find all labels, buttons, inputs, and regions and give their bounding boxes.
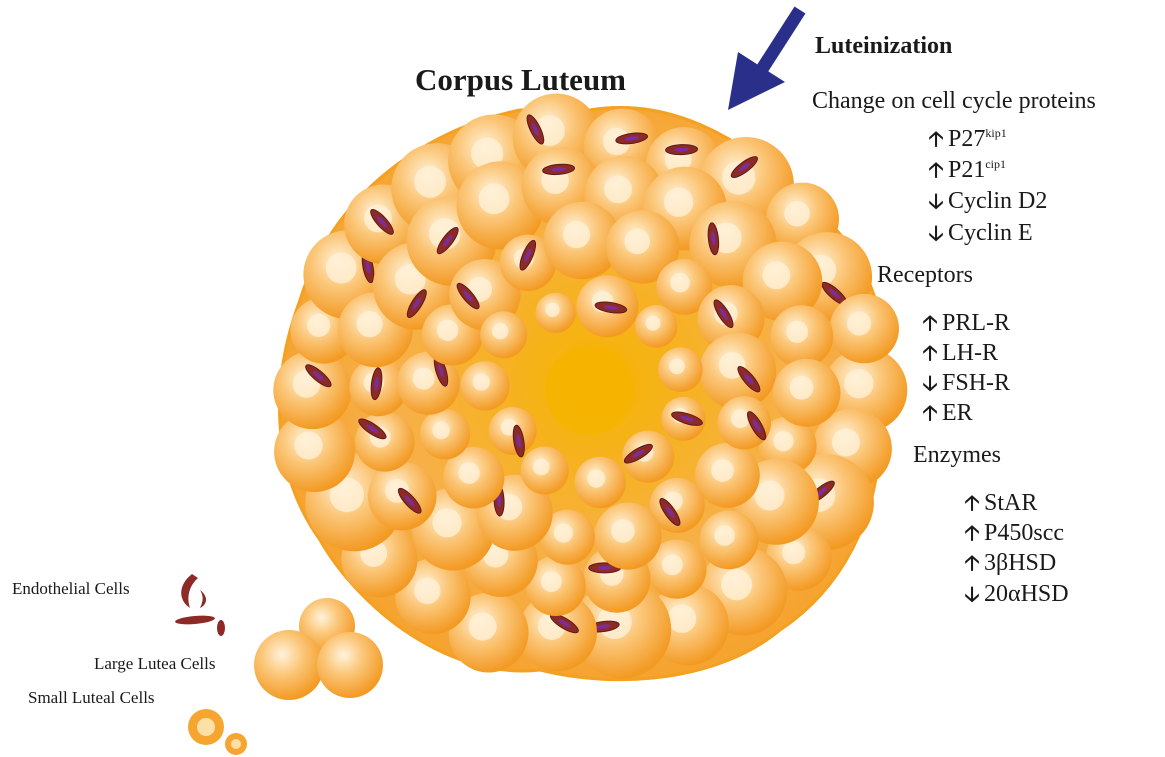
cell-nucleus xyxy=(357,311,383,337)
enzyme-item-star: 🡡StAR xyxy=(960,491,1037,515)
cell-nucleus xyxy=(784,201,810,227)
cell-nucleus xyxy=(604,176,632,204)
small-luteal-cells-label: Small Luteal Cells xyxy=(28,689,155,706)
figure-title: Corpus Luteum xyxy=(415,64,626,95)
cell-nucleus xyxy=(731,410,750,429)
cell-nucleus xyxy=(669,359,685,375)
large-lutea-cells-sample xyxy=(254,598,383,700)
cell-nucleus xyxy=(847,311,871,335)
cell-nucleus xyxy=(790,376,814,400)
cell-nucleus xyxy=(414,166,446,198)
cell-nucleus xyxy=(711,459,734,482)
enzyme-item-20ahsd: 🡣20αHSD xyxy=(960,582,1069,606)
cell-nucleus xyxy=(646,316,661,331)
enzyme-item-3bhsd: 🡡3βHSD xyxy=(960,551,1056,575)
cell-nucleus xyxy=(458,462,480,484)
cell-cycle-item-cyclin-d2: 🡣Cyclin D2 xyxy=(924,189,1047,213)
cell-nucleus xyxy=(563,221,590,248)
cell-cycle-item-p21: 🡡P21cip1 xyxy=(924,158,1006,182)
large-lutea-cells-label: Large Lutea Cells xyxy=(94,655,215,672)
enzyme-item-p450scc: 🡡P450scc xyxy=(960,521,1064,545)
down-arrow-icon: 🡣 xyxy=(960,584,984,605)
cell-nucleus xyxy=(714,525,735,546)
cell-nucleus xyxy=(414,578,440,604)
cell-nucleus xyxy=(664,188,693,217)
cell-cycle-item-cyclin-e: 🡣Cyclin E xyxy=(924,221,1033,245)
cell-nucleus xyxy=(413,368,435,390)
cell-cycle-item-p27: 🡡P27kip1 xyxy=(924,127,1007,151)
cell-nucleus xyxy=(755,481,785,511)
up-arrow-icon: 🡡 xyxy=(918,313,942,334)
cell-nucleus xyxy=(473,374,490,391)
up-arrow-icon: 🡡 xyxy=(960,523,984,544)
cell-nucleus xyxy=(533,459,550,476)
down-arrow-icon: 🡣 xyxy=(924,191,948,212)
section-heading-enzymes: Enzymes xyxy=(913,443,1001,467)
down-arrow-icon: 🡣 xyxy=(918,373,942,394)
luteinization-arrow xyxy=(728,10,800,110)
cell-nucleus xyxy=(844,369,873,398)
cell-nucleus xyxy=(668,605,696,633)
cell-nucleus xyxy=(786,321,808,343)
up-arrow-icon: 🡡 xyxy=(918,403,942,424)
receptor-item-lh-r: 🡡LH-R xyxy=(918,341,998,365)
cell-nucleus xyxy=(554,524,573,543)
cell-nucleus xyxy=(307,314,330,337)
section-heading-receptors: Receptors xyxy=(877,263,973,287)
cell-nucleus xyxy=(763,262,791,290)
endothelial-cells-label: Endothelial Cells xyxy=(12,580,130,597)
up-arrow-icon: 🡡 xyxy=(960,493,984,514)
cell-nucleus xyxy=(469,613,497,641)
cell-nucleus xyxy=(782,541,805,564)
cell-nucleus xyxy=(662,554,683,575)
cell-nucleus xyxy=(433,508,462,537)
up-arrow-icon: 🡡 xyxy=(924,129,948,150)
up-arrow-icon: 🡡 xyxy=(960,553,984,574)
cell-nucleus xyxy=(541,571,562,592)
cell-nucleus xyxy=(437,320,458,341)
receptor-item-prl-r: 🡡PRL-R xyxy=(918,311,1010,335)
endothelial-cells-sample xyxy=(175,574,225,636)
down-arrow-icon: 🡣 xyxy=(924,223,948,244)
cell-nucleus xyxy=(492,323,508,339)
cell-nucleus xyxy=(479,183,510,214)
cell-nucleus xyxy=(326,253,357,284)
luteinization-label: Luteinization xyxy=(815,34,952,58)
cell-nucleus xyxy=(670,273,690,293)
receptor-item-fsh-r: 🡣FSH-R xyxy=(918,371,1010,395)
cell-nucleus xyxy=(611,519,635,543)
cell-nucleus xyxy=(721,569,752,600)
up-arrow-icon: 🡡 xyxy=(918,343,942,364)
cell-nucleus xyxy=(587,470,605,488)
cell-nucleus xyxy=(294,431,322,459)
central-cavity xyxy=(545,345,635,435)
cell-nucleus xyxy=(432,422,450,440)
cell-nucleus xyxy=(546,303,560,317)
section-heading-cell-cycle: Change on cell cycle proteins xyxy=(812,89,1096,113)
cell-nucleus xyxy=(832,429,860,457)
receptor-item-er: 🡡ER xyxy=(918,401,973,425)
endothelial-nucleus xyxy=(598,566,612,570)
cell-nucleus xyxy=(624,229,650,255)
cell-nucleus xyxy=(773,431,793,451)
up-arrow-icon: 🡡 xyxy=(924,160,948,181)
small-luteal-cells-sample xyxy=(188,709,247,755)
